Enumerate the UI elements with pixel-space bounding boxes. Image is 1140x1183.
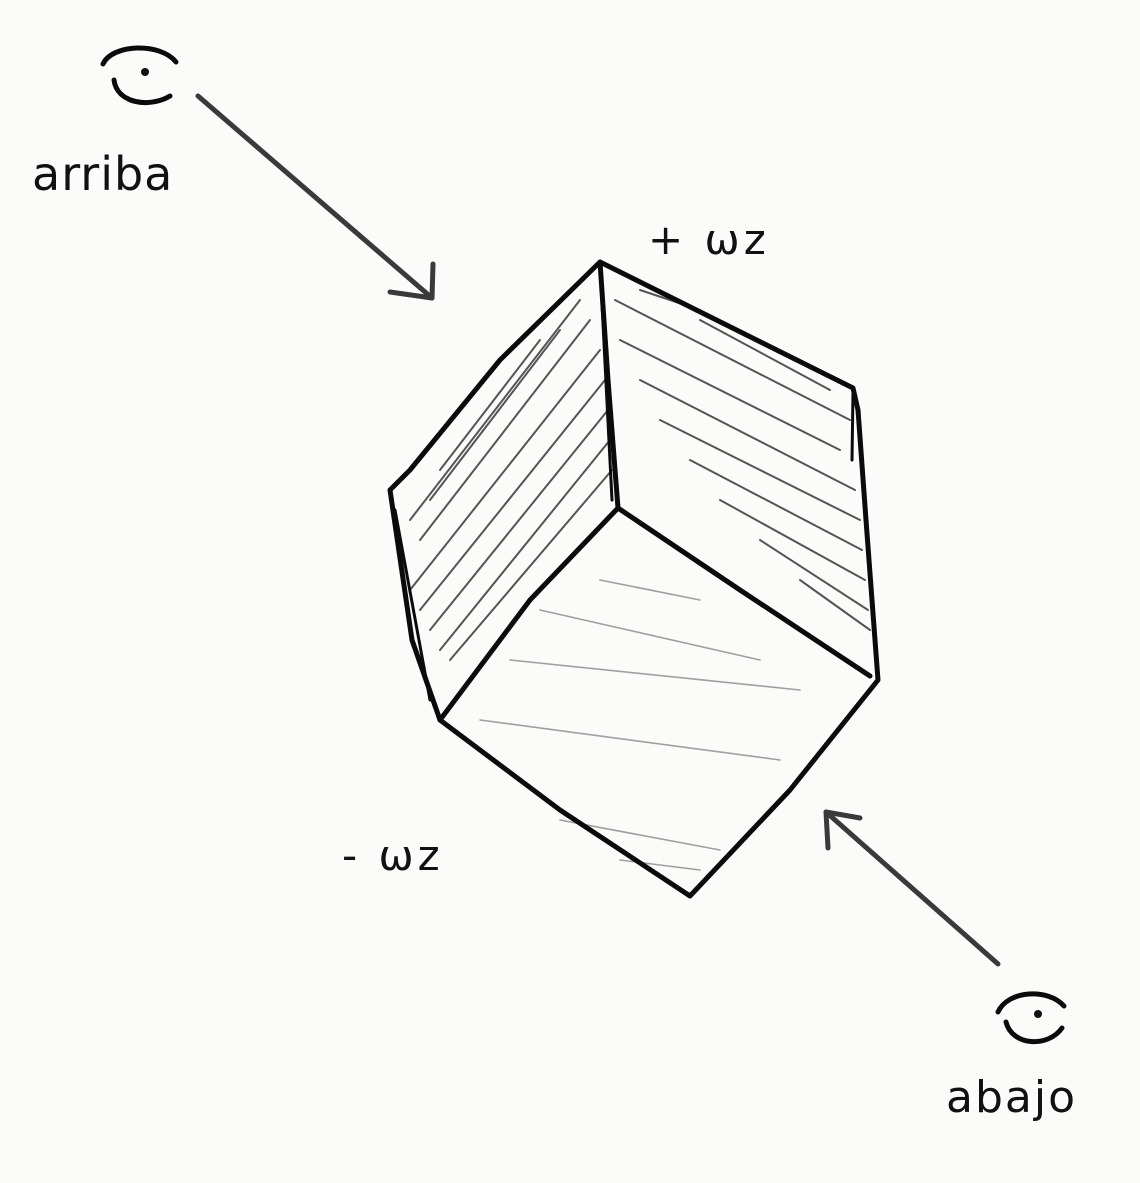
label-minus-wz: - ωz — [342, 831, 444, 880]
eye-icon-bottom — [998, 994, 1064, 1042]
cube-outline — [390, 262, 878, 896]
cube-left-face-shading — [410, 300, 612, 660]
arrow-from-bottom — [826, 812, 998, 964]
arrow-from-top — [198, 96, 433, 298]
cube-right-face-shading — [615, 290, 870, 630]
cube — [390, 262, 878, 896]
label-arriba: arriba — [32, 147, 173, 201]
cube-edge-right — [618, 508, 870, 676]
label-abajo: abajo — [946, 1072, 1077, 1123]
eye-icon-top — [103, 48, 176, 103]
cube-front-face-shading — [480, 580, 800, 870]
label-plus-wz: + ωz — [648, 215, 770, 264]
